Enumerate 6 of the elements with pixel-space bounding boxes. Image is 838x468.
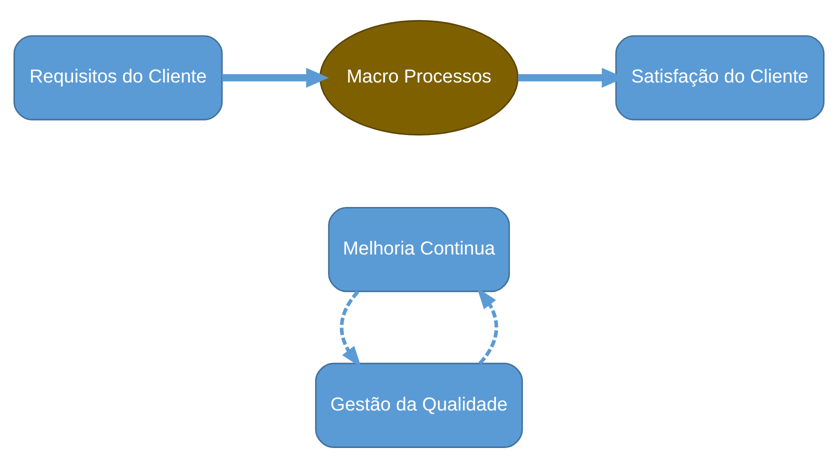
- node-ellipse: Macro Processos: [319, 20, 519, 136]
- node-box: Melhoria Continua: [328, 206, 510, 292]
- node-box: Gestão da Qualidade: [315, 362, 523, 448]
- arrow: [222, 68, 329, 88]
- node-box: Requisitos do Cliente: [13, 35, 223, 120]
- node-box: Satisfação do Cliente: [615, 35, 825, 120]
